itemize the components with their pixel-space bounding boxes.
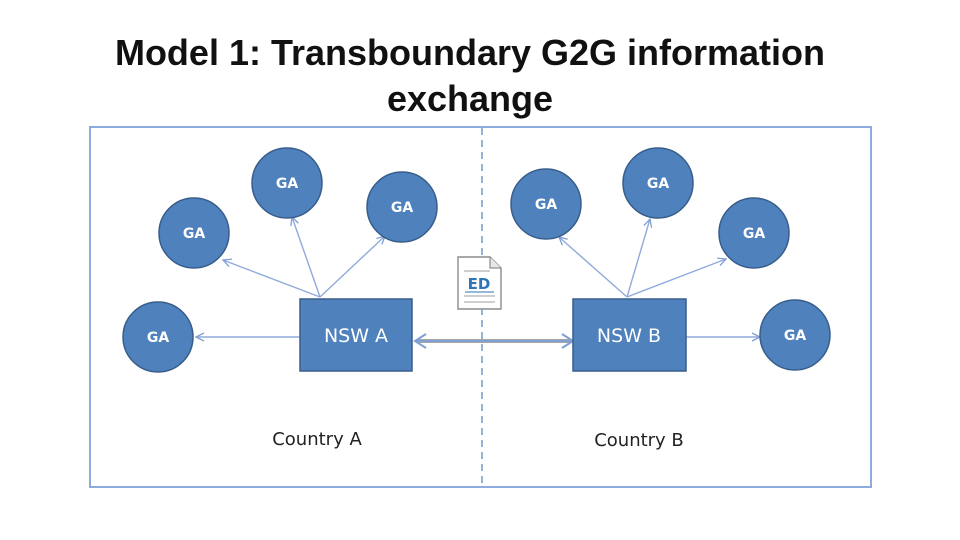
agency-arrows-b	[559, 219, 760, 337]
ga-node: GA	[622, 147, 694, 219]
ga-label: GA	[784, 328, 806, 344]
ga-node: GA	[759, 299, 831, 371]
country-b-label: Country B	[594, 430, 684, 451]
ga-label: GA	[647, 176, 669, 192]
ga-label: GA	[276, 176, 298, 192]
country-a-label: Country A	[272, 429, 362, 450]
document-icon: ED	[457, 256, 502, 310]
nsw-a-node: NSW A	[299, 298, 413, 372]
ga-label: GA	[391, 200, 413, 216]
arrow-nsw-b-ga-1	[559, 237, 628, 298]
ga-node: GA	[251, 147, 323, 219]
agency-arrows-a	[196, 217, 385, 337]
arrow-nsw-a-ga-1	[223, 260, 321, 298]
ga-node: GA	[718, 197, 790, 269]
ga-node: GA	[122, 301, 194, 373]
ga-label: GA	[535, 197, 557, 213]
arrow-nsw-a-ga-3	[319, 236, 385, 298]
ga-node: GA	[510, 168, 582, 240]
ga-label: GA	[147, 330, 169, 346]
arrow-nsw-b-ga-3	[626, 259, 726, 298]
slide-title: Model 1: Transboundary G2G information e…	[114, 32, 826, 119]
nsw-a-label: NSW A	[324, 325, 388, 347]
arrow-nsw-a-ga-2	[292, 217, 321, 298]
ga-node: GA	[158, 197, 230, 269]
nsw-b-label: NSW B	[597, 325, 661, 347]
ga-label: GA	[743, 226, 765, 242]
nsw-b-node: NSW B	[572, 298, 687, 372]
document-label: ED	[468, 275, 491, 293]
ga-label: GA	[183, 226, 205, 242]
ga-node: GA	[366, 171, 438, 243]
arrow-nsw-b-ga-2	[626, 219, 650, 298]
